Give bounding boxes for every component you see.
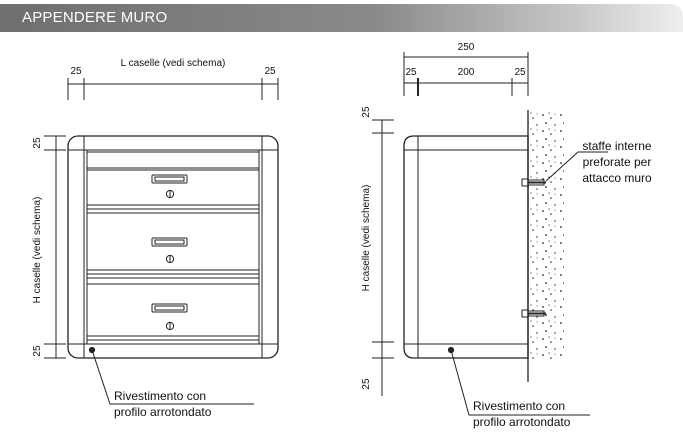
wall-section: [528, 110, 564, 360]
front-margin-left: 25: [70, 66, 82, 77]
side-callout-leader: [450, 349, 590, 416]
bracket-callout-line-2: preforate per: [583, 155, 652, 169]
side-cabinet-outline: [403, 135, 529, 359]
bracket-callout-leader: [545, 151, 608, 182]
side-right-margin: 25: [514, 67, 526, 78]
side-callout-line-2: profilo arrotondato: [473, 415, 571, 429]
front-width-label: L caselle (vedi schema): [121, 58, 226, 69]
front-callout-line-2: profilo arrotondato: [114, 405, 212, 419]
side-total-width: 250: [458, 42, 475, 53]
bracket-callout-line-3: attacco muro: [582, 171, 652, 185]
side-depth-dimension: [403, 52, 529, 96]
front-callout-leader: [91, 349, 254, 405]
wall-bracket: [521, 178, 546, 187]
mail-slot: [151, 174, 188, 199]
front-margin-top: 25: [32, 137, 43, 149]
front-view: [44, 78, 279, 405]
front-height-dimension: [44, 135, 66, 359]
front-cabinet-outline: [67, 135, 279, 359]
side-bottom-margin: 25: [361, 378, 372, 390]
front-margin-bottom: 25: [32, 345, 43, 357]
front-margin-right: 25: [264, 66, 276, 77]
front-width-dimension: [67, 78, 279, 100]
side-left-margin: 25: [405, 67, 417, 78]
section-title: APPENDERE MURO: [22, 9, 168, 26]
side-depth: 200: [458, 67, 475, 78]
side-height-dimension: [372, 119, 394, 396]
front-height-label: H caselle (vedi schema): [32, 197, 43, 304]
mail-slot: [151, 303, 188, 331]
side-view: [372, 52, 608, 416]
mailbox-doors: [87, 151, 259, 341]
side-top-margin: 25: [361, 106, 372, 118]
side-height-label: H caselle (vedi schema): [361, 185, 372, 292]
bracket-callout-line-1: staffe interne: [582, 139, 651, 153]
front-callout-line-1: Rivestimento con: [114, 389, 206, 403]
section-header-bar: [0, 4, 683, 32]
wall-bracket: [521, 309, 546, 318]
mail-slot: [151, 237, 188, 264]
side-callout-line-1: Rivestimento con: [473, 399, 565, 413]
